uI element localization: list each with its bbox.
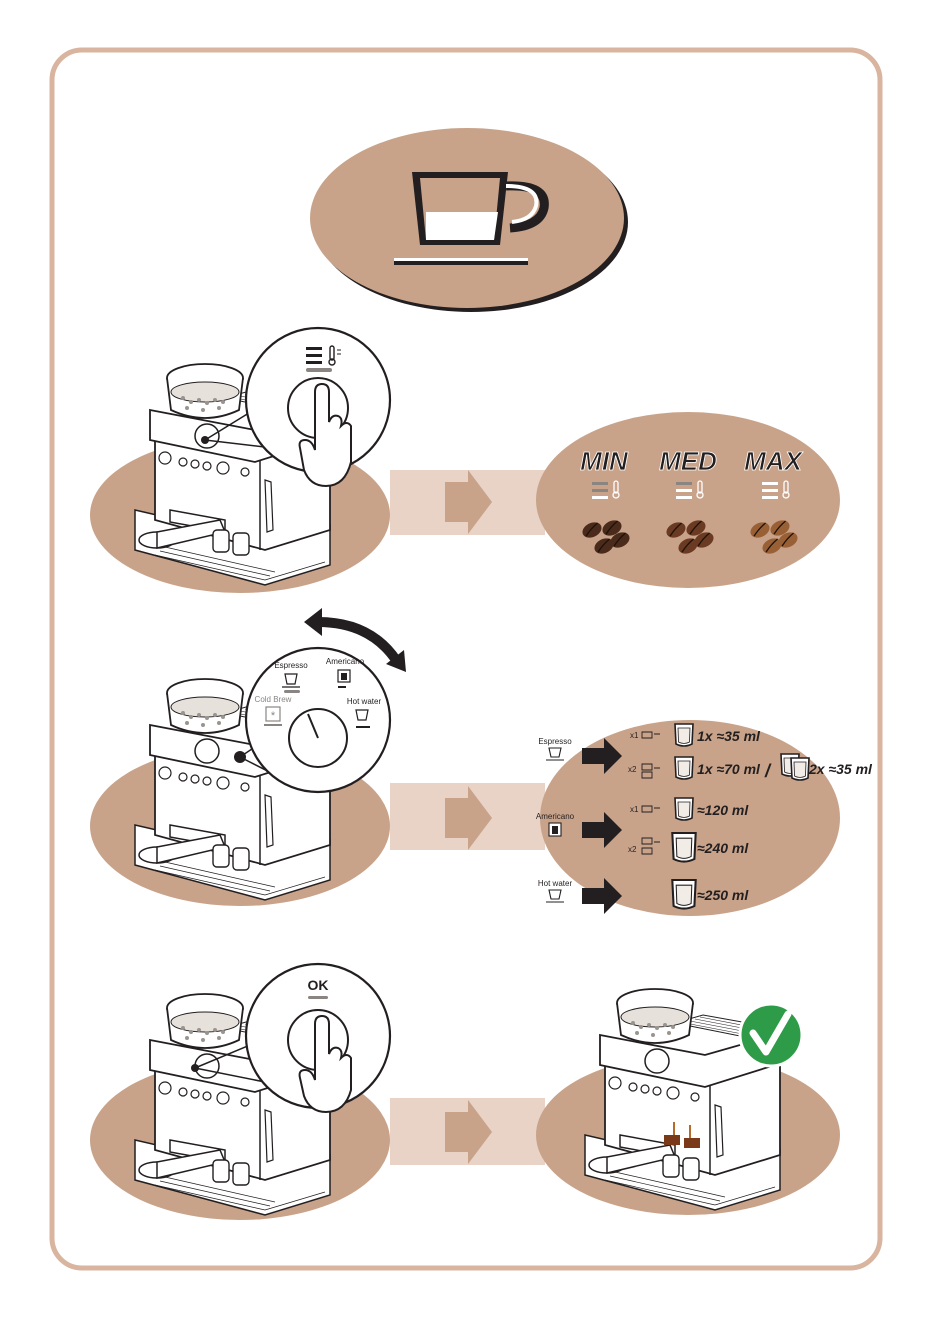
americano-double-volume: ≈240 ml	[697, 840, 749, 856]
row-hot-water-icon	[546, 890, 564, 902]
x2-espresso-label: x2	[628, 765, 637, 774]
level-max-label: MAX	[744, 446, 803, 476]
row-espresso-label: Espresso	[538, 737, 572, 746]
dial-americano-label: Americano	[326, 657, 365, 666]
svg-text:*: *	[271, 710, 276, 722]
espresso-single-volume: 1x ≈35 ml	[697, 728, 761, 744]
step1-temperature: MIN MED MAX	[90, 328, 840, 593]
row-hot-water-label: Hot water	[538, 879, 573, 888]
row-americano-icon	[549, 823, 561, 836]
dial-espresso-label: Espresso	[274, 661, 308, 670]
step2-beverage-dial: Espresso Americano Hot water Cold Brew *…	[90, 608, 873, 916]
row-americano-label: Americano	[536, 812, 575, 821]
step3-confirm: OK	[90, 964, 840, 1220]
hot-water-volume: ≈250 ml	[697, 887, 749, 903]
espresso-split-volume: 2x ≈35 ml	[808, 761, 873, 777]
step1-right-blob	[536, 412, 840, 588]
espresso-double-volume: 1x ≈70 ml	[697, 761, 761, 777]
ok-label: OK	[308, 977, 329, 993]
x2-americano-label: x2	[628, 845, 637, 854]
row-espresso-icon	[546, 748, 564, 760]
coffee-header-badge	[310, 128, 628, 312]
dial-hot-water-label: Hot water	[347, 697, 382, 706]
x1-espresso-label: x1	[630, 731, 639, 740]
americano-single-volume: ≈120 ml	[697, 802, 749, 818]
x1-americano-label: x1	[630, 805, 639, 814]
checkmark-icon	[740, 1004, 802, 1066]
level-med-label: MED	[659, 446, 717, 476]
dial-cold-brew-label: Cold Brew	[255, 695, 292, 704]
level-min-label: MIN	[580, 446, 629, 476]
